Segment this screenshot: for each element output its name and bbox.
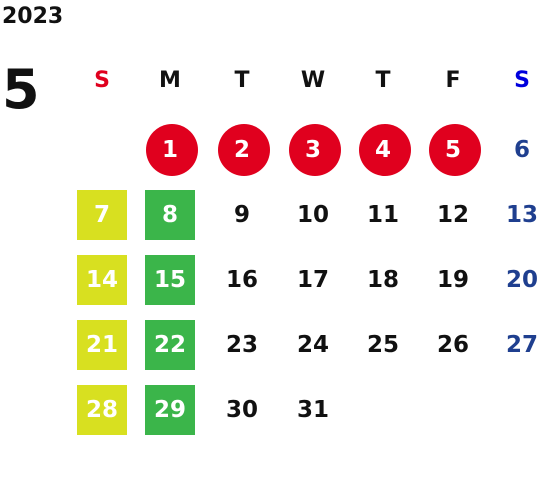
day-number: 11 (366, 202, 399, 228)
day-cell-17[interactable]: 17 (278, 255, 348, 305)
weekday-header-friday: F (445, 68, 461, 93)
monday-square-marker (145, 190, 195, 240)
day-number: 9 (233, 202, 250, 228)
day-number: 12 (436, 202, 469, 228)
day-cell-12[interactable]: 12 (418, 190, 488, 240)
holiday-circle-marker (429, 124, 481, 176)
day-cell-9[interactable]: 9 (207, 190, 277, 240)
weekday-header-saturday: S (514, 68, 530, 93)
day-cell-31[interactable]: 31 (278, 385, 348, 435)
weekday-header-thursday: T (375, 68, 391, 93)
year-label: 2023 (2, 4, 64, 29)
day-cell-3[interactable]: 3 (278, 124, 348, 176)
monday-square-marker (145, 320, 195, 370)
day-number: 14 (85, 267, 118, 293)
day-number: 23 (225, 332, 258, 358)
day-cell-5[interactable]: 5 (418, 124, 488, 176)
day-cell-29[interactable]: 29 (135, 385, 205, 435)
day-cell-27[interactable]: 27 (487, 320, 548, 370)
day-number: 30 (225, 397, 258, 423)
weekday-header-wednesday: W (300, 68, 326, 93)
day-cell-14[interactable]: 14 (67, 255, 137, 305)
month-number: 5 (2, 58, 40, 121)
day-cell-25[interactable]: 25 (348, 320, 418, 370)
day-cell-16[interactable]: 16 (207, 255, 277, 305)
day-number: 5 (444, 137, 461, 163)
day-cell-2[interactable]: 2 (207, 124, 277, 176)
day-cell-22[interactable]: 22 (135, 320, 205, 370)
day-number: 24 (296, 332, 329, 358)
day-cell-8[interactable]: 8 (135, 190, 205, 240)
holiday-circle-marker (218, 124, 270, 176)
day-number: 16 (225, 267, 258, 293)
monday-square-marker (145, 385, 195, 435)
day-cell-19[interactable]: 19 (418, 255, 488, 305)
day-number: 15 (153, 267, 186, 293)
day-cell-11[interactable]: 11 (348, 190, 418, 240)
day-number: 28 (85, 397, 118, 423)
day-number: 20 (505, 267, 538, 293)
day-number: 3 (304, 137, 321, 163)
day-cell-7[interactable]: 7 (67, 190, 137, 240)
day-cell-28[interactable]: 28 (67, 385, 137, 435)
day-cell-23[interactable]: 23 (207, 320, 277, 370)
day-number: 18 (366, 267, 399, 293)
day-cell-13[interactable]: 13 (487, 190, 548, 240)
weekday-header-monday: M (159, 68, 181, 93)
day-number: 7 (93, 202, 110, 228)
day-cell-30[interactable]: 30 (207, 385, 277, 435)
weekday-header-sunday: S (94, 68, 110, 93)
day-number: 10 (296, 202, 329, 228)
day-cell-24[interactable]: 24 (278, 320, 348, 370)
day-cell-18[interactable]: 18 (348, 255, 418, 305)
day-cell-20[interactable]: 20 (487, 255, 548, 305)
day-cell-4[interactable]: 4 (348, 124, 418, 176)
day-cell-26[interactable]: 26 (418, 320, 488, 370)
monday-square-marker (145, 255, 195, 305)
sunday-square-marker (77, 385, 127, 435)
day-number: 19 (436, 267, 469, 293)
day-number: 4 (374, 137, 391, 163)
day-number: 29 (153, 397, 186, 423)
day-cell-21[interactable]: 21 (67, 320, 137, 370)
weekday-header-tuesday: T (234, 68, 250, 93)
holiday-circle-marker (359, 124, 411, 176)
day-number: 6 (513, 137, 530, 163)
sunday-square-marker (77, 320, 127, 370)
day-number: 26 (436, 332, 469, 358)
day-cell-15[interactable]: 15 (135, 255, 205, 305)
holiday-circle-marker (289, 124, 341, 176)
day-number: 22 (153, 332, 186, 358)
day-number: 31 (296, 397, 329, 423)
holiday-circle-marker (146, 124, 198, 176)
day-number: 21 (85, 332, 118, 358)
day-number: 1 (161, 137, 178, 163)
sunday-square-marker (77, 255, 127, 305)
day-number: 27 (505, 332, 538, 358)
sunday-square-marker (77, 190, 127, 240)
day-number: 17 (296, 267, 329, 293)
day-number: 8 (161, 202, 178, 228)
day-number: 2 (233, 137, 250, 163)
day-number: 13 (505, 202, 538, 228)
day-cell-6[interactable]: 6 (487, 125, 548, 175)
day-number: 25 (366, 332, 399, 358)
day-cell-10[interactable]: 10 (278, 190, 348, 240)
day-cell-1[interactable]: 1 (135, 124, 205, 176)
